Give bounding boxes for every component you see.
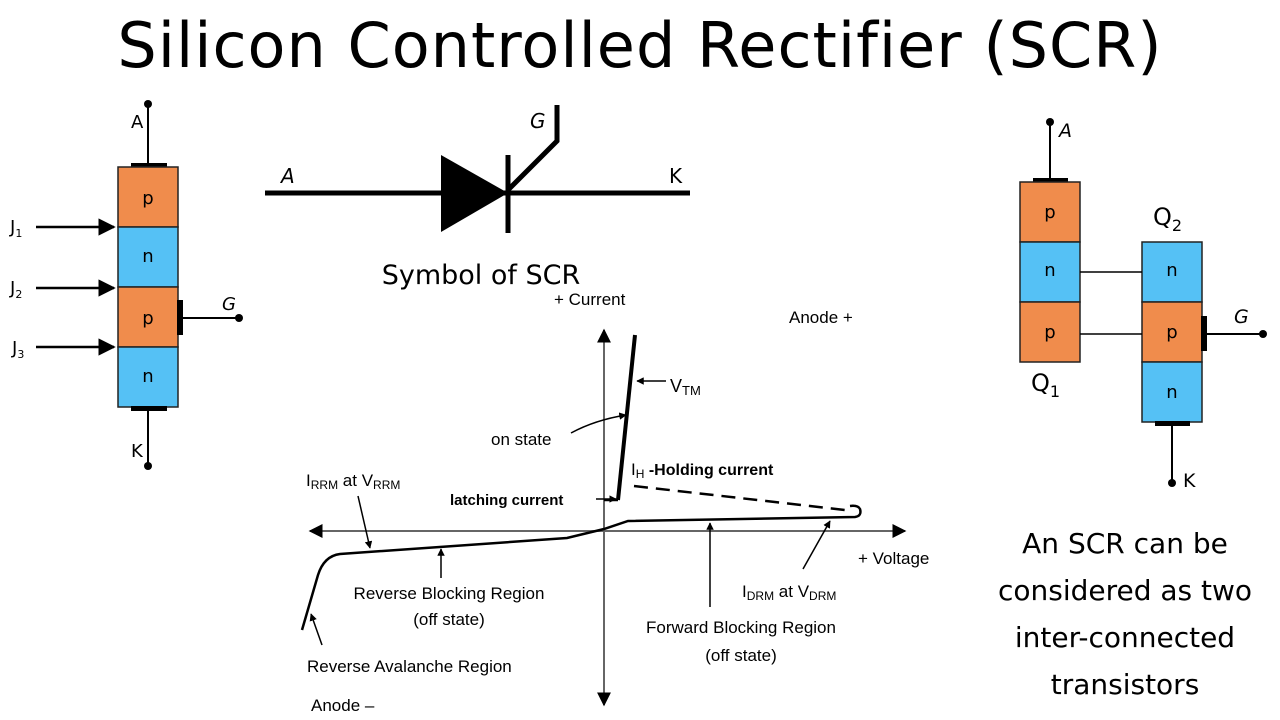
reverse-avalanche-arrow (309, 613, 323, 646)
tt-cathode-contact (1155, 421, 1190, 426)
layer-structure-diagram: A p n p n G K J1 J2 J3 (9, 100, 243, 470)
q1-layer-p2 (1019, 301, 1081, 363)
caption-line: inter-connected (1014, 621, 1236, 654)
q1-layer-n (1019, 241, 1081, 303)
layer-n1 (117, 226, 179, 288)
symbol-cathode-label: K (669, 164, 683, 188)
gate-label: G (222, 294, 236, 315)
q2-label: Q2 (1153, 203, 1182, 235)
holding-current-dashed-line (633, 484, 846, 512)
q2-layer-n1-label: n (1166, 260, 1177, 281)
symbol-caption: Symbol of SCR (382, 260, 581, 291)
forward-blocking-label-line2: (off state) (705, 646, 777, 665)
diode-triangle-icon (441, 155, 508, 232)
junction-j1-label: J1 (9, 217, 22, 240)
scr-symbol: A K G Symbol of SCR (265, 105, 690, 291)
q1-layer-n-label: n (1044, 260, 1055, 281)
y-axis-label: + Current (554, 290, 626, 309)
on-state-label: on state (491, 430, 552, 449)
anode-contact (131, 163, 167, 168)
layer-n1-label: n (142, 246, 153, 267)
irrm-label: IRRM at VRRM (306, 471, 400, 492)
layer-p2-label: p (142, 308, 153, 329)
two-transistor-caption: An SCR can be considered as two inter-co… (970, 520, 1280, 708)
tt-anode-label: A (1057, 120, 1072, 142)
reverse-blocking-label-line2: (off state) (413, 610, 485, 629)
junction-j2-label: J2 (9, 278, 22, 301)
tt-cathode-label: K (1183, 470, 1196, 492)
reverse-blocking-label-line1: Reverse Blocking Region (354, 584, 545, 603)
gate-contact (177, 300, 183, 335)
holding-current-label: IH -Holding current (631, 460, 774, 481)
tt-cathode-dot (1168, 479, 1176, 487)
vi-characteristic-graph: + Current + Voltage Anode + Anode – VTM … (300, 290, 929, 715)
forward-blocking-label-line1: Forward Blocking Region (646, 618, 836, 637)
tt-gate-dot (1259, 330, 1267, 338)
tt-gate-contact (1201, 316, 1207, 351)
q2-layer-n1 (1141, 241, 1203, 303)
anode-minus-label: Anode – (311, 696, 375, 715)
q1-layer-p2-label: p (1044, 322, 1055, 343)
tt-anode-dot (1046, 118, 1054, 126)
cathode-contact (131, 406, 167, 411)
layer-p1-label: p (142, 188, 153, 209)
latching-current-label: latching current (450, 492, 563, 509)
anode-label: A (131, 112, 144, 133)
q2-layer-n2-label: n (1166, 382, 1177, 403)
reverse-avalanche-label: Reverse Avalanche Region (307, 657, 512, 676)
q2-layer-n2 (1141, 361, 1203, 423)
anode-plus-label: Anode + (789, 308, 853, 327)
gate-terminal-dot (235, 314, 243, 322)
tt-gate-label: G (1234, 306, 1249, 328)
cathode-label: K (131, 441, 144, 462)
gate-wire (506, 105, 560, 192)
q1-layer-p1-label: p (1044, 202, 1055, 223)
idrm-arrow (802, 520, 831, 570)
symbol-anode-label: A (279, 164, 295, 188)
anode-terminal-dot (144, 100, 152, 108)
idrm-label: IDRM at VDRM (742, 582, 836, 603)
layer-p1 (117, 166, 179, 228)
page-title: Silicon Controlled Rectifier (SCR) (117, 9, 1163, 82)
on-state-arrow (570, 412, 627, 434)
vtm-label: VTM (670, 376, 701, 398)
off-state-curve (300, 504, 862, 631)
layer-p2 (117, 286, 179, 348)
caption-line: transistors (1050, 668, 1200, 701)
q1-layer-p1 (1019, 181, 1081, 243)
symbol-gate-label: G (530, 109, 546, 133)
tt-anode-contact (1033, 178, 1068, 183)
layer-n2-label: n (142, 366, 153, 387)
two-transistor-model: A p n p n p n G K Q1 Q2 (1019, 118, 1267, 492)
q1-label: Q1 (1031, 369, 1060, 401)
junction-j3-label: J3 (11, 338, 24, 361)
q2-layer-p-label: p (1166, 322, 1177, 343)
cathode-terminal-dot (144, 462, 152, 470)
caption-line: considered as two (997, 574, 1253, 607)
caption-line: An SCR can be (1022, 527, 1228, 560)
x-axis-label: + Voltage (858, 549, 929, 568)
irrm-arrow (357, 495, 373, 549)
